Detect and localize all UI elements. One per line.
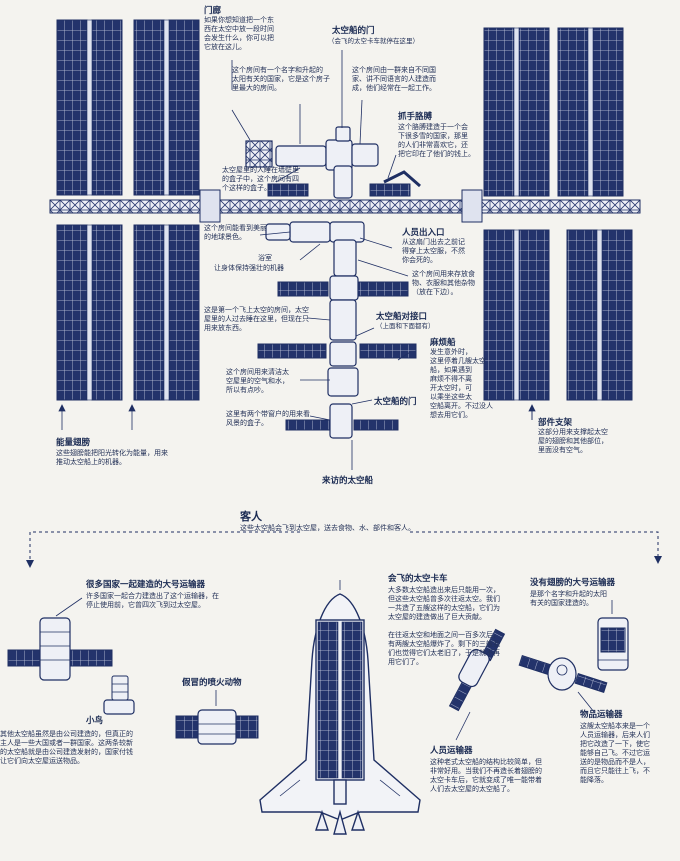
sleep-room-text: 太空屋里的人睡在墙壁里 的盒子中，这个房间有四 个这样的盒子。 (222, 166, 299, 192)
wingless-title: 没有翅膀的大号运输器 (530, 578, 616, 588)
shuttle-title: 会飞的太空卡车 (388, 574, 448, 584)
door-top-text: （会飞的太空卡车就停在这里） (328, 37, 419, 45)
door-bottom-title: 太空船的门 (374, 397, 417, 407)
window-box-text: 这里有两个带窗户的用来看 风景的盒子。 (226, 410, 310, 427)
arm-text: 这个胳膊建造于一个会 下很多雪的国家，那里 的人们非常喜欢它，还 把它印在了他们… (398, 123, 475, 158)
dragon-title: 假冒的喷火动物 (182, 678, 242, 688)
solar-panel-group-left-bottom (56, 224, 200, 401)
shuttle-text: 大多数太空船造出来后只能用一次， 但这些太空船曾多次往返太空。我们 一共造了五艘… (388, 586, 500, 666)
trouble-text: 发生意外时， 这里停着几艘太空 船，如果遇到 麻烦不得不离 开太空时，可 以乘坐… (430, 348, 493, 419)
entry-text: 从这扇门出去之前记 得穿上太空服，不然 你会死的。 (402, 238, 465, 264)
entry-title: 人员出入口 (402, 228, 445, 238)
main-truss (49, 199, 641, 214)
porch-text: 如果你想知道把一个东 西在太空中放一段时间 会发生什么，你可以把 它放在这儿。 (204, 16, 274, 51)
door-top-title: 太空船的门 (332, 26, 375, 36)
crew-title: 人员运输器 (430, 746, 473, 756)
guests-subtitle: 这些太空船会飞到太空屋，送去食物、水、部件和客人。 (240, 524, 415, 532)
support-text: 这部分用来支撑起太空 屋的翅膀和其他部位， 里面没有空气。 (538, 428, 608, 454)
space-shuttle (259, 593, 421, 835)
progress-vehicle (518, 654, 608, 694)
solar-panel (133, 19, 165, 196)
solar-panel-group-right-top (483, 27, 624, 197)
dock-text: （上面和下面都有） (376, 322, 435, 330)
guests-title: 客人 (240, 510, 262, 523)
station-core-modules (245, 126, 379, 439)
first-room-text: 这是第一个飞上太空的房间，太空 屋里的人过去睡在这里，但现在只 用来放东西。 (204, 306, 309, 332)
visitor-title: 来访的太空船 (322, 476, 374, 486)
cargo-text: 这艘太空船本来是一个 人员运输器，后来人们 把它改造了一下，使它 能够自己飞。不… (580, 722, 650, 784)
company-text: 其他太空船虽然是由公司建造的，但真正的 主人是一些大国或者一群国家。这两条较新 … (0, 730, 133, 765)
bath-text: 浴室 (258, 254, 272, 262)
robot-arm (383, 170, 421, 188)
room-sun-text: 这个房间有一个名字和升起的 太阳有关的国家，它是这个房子 里最大的房间。 (232, 66, 330, 92)
view-room-text: 这个房间能看到美丽 的地球景色。 (204, 224, 267, 241)
atv-vehicle (7, 617, 113, 681)
trouble-title: 麻烦船 (430, 338, 456, 348)
cygnus-vehicle (103, 675, 135, 715)
solar-panel-group-right-bottom (483, 229, 633, 401)
fitness-text: 让身体保持强壮的机器 (214, 264, 284, 272)
room-people-text: 这个房间由一群来自不同国 家、讲不同语言的人建造而 成，他们经常在一起工作。 (352, 66, 436, 92)
solar-panel (91, 19, 123, 196)
storage-text: 这个房间用来存放食 物、衣服和其他杂物 （放在下边）。 (412, 270, 475, 296)
wings-title: 能量翅膀 (56, 438, 91, 448)
dock-title: 太空船对接口 (376, 312, 428, 322)
dragon-vehicle (175, 709, 259, 745)
wingless-text: 是那个名字和升起的太阳 有关的国家建造的。 (530, 590, 607, 607)
air-room-text: 这个房间用来清洁太 空屋里的空气和水， 所以有点吵。 (226, 368, 289, 394)
htv-vehicle (597, 617, 629, 671)
crew-text: 这种老式太空船的结构比较简单，但 非常好用。当我们不再造长着翅膀的 太空卡车后，… (430, 758, 542, 793)
porch-title: 门廊 (204, 6, 222, 16)
wings-text: 这些翅膀能把阳光转化为能量，用来 推动太空船上的机器。 (56, 449, 168, 466)
soyuz-vehicle (448, 628, 506, 712)
big-multi-title: 很多国家一起建造的大号运输器 (86, 580, 206, 590)
bird-title: 小鸟 (86, 716, 104, 726)
solar-panel (168, 19, 200, 196)
guests-dashed-arc (29, 531, 659, 565)
cargo-title: 物品运输器 (580, 710, 623, 720)
arm-title: 抓手胳膊 (398, 112, 433, 122)
solar-panel-group-left-top (56, 19, 200, 196)
support-title: 部件支架 (538, 418, 573, 428)
big-multi-text: 许多国家一起合力建造出了这个运输器，在 停止使用前，它曾四次飞到过太空屋。 (86, 592, 219, 609)
solar-panel (56, 19, 88, 196)
